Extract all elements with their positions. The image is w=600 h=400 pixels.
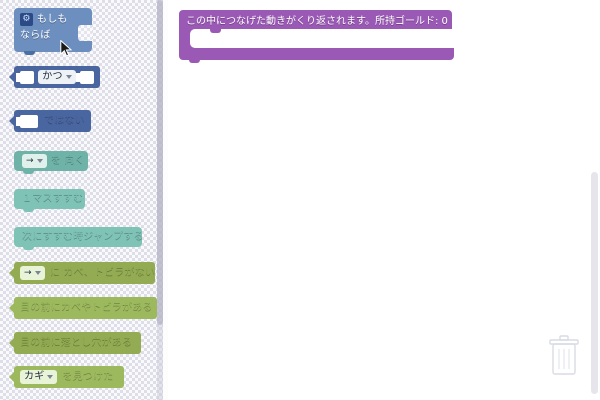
repeat-forever-mouth-wrap	[179, 29, 454, 51]
boolean-left-point	[9, 302, 15, 314]
chevron-down-icon	[34, 271, 41, 275]
face-direction-label: を 向く	[50, 155, 85, 166]
chevron-down-icon	[36, 159, 43, 163]
chevron-down-icon	[47, 375, 54, 379]
if-then-bottom-tab	[24, 51, 35, 55]
and-slot-right[interactable]	[75, 70, 94, 84]
and-dropdown[interactable]: かつ	[38, 70, 76, 84]
wall-or-door-ahead-label: 目の前にカベやトビラがある	[20, 302, 153, 313]
palette-block-no-wall-door[interactable]: → に カベ、トビラがない	[9, 262, 156, 284]
pit-ahead-label: 目の前に落とし穴がある	[20, 337, 133, 348]
palette-scrollbar[interactable]	[157, 0, 163, 400]
found-item-label: を見つけた	[62, 371, 114, 382]
chevron-down-icon	[65, 75, 72, 79]
and-dropdown-value: かつ	[42, 71, 63, 82]
jump-next-label: 次にすすむ時ジャンプする	[22, 231, 144, 242]
if-then-label-line2: ならば	[20, 30, 51, 41]
arrow-right-icon: →	[24, 267, 32, 278]
found-item-dropdown-value: カギ	[24, 371, 45, 382]
repeat-forever-label: この中につなげた動きがくり返されます。所持ゴールド: 0	[186, 16, 448, 27]
boolean-left-point	[9, 71, 15, 83]
face-direction-dropdown[interactable]: →	[22, 154, 47, 168]
if-then-header-row: ⚙ もしも	[20, 13, 68, 26]
workspace-block-repeat-forever[interactable]: この中につなげた動きがくり返されます。所持ゴールド: 0	[179, 10, 454, 63]
not-label: ではない	[44, 115, 85, 126]
boolean-left-point	[9, 115, 15, 127]
boolean-left-point	[9, 337, 15, 349]
if-then-mouth	[78, 25, 92, 41]
repeat-forever-mouth[interactable]	[190, 29, 454, 48]
palette-block-if-then[interactable]: ⚙ もしも ならば	[14, 8, 92, 55]
repeat-forever-mouth-notch	[210, 29, 221, 33]
arrow-right-icon: →	[26, 155, 34, 166]
palette-block-jump-next[interactable]: 次にすすむ時ジャンプする	[14, 227, 144, 250]
vertical-scrollbar[interactable]	[591, 172, 598, 394]
trash-can-icon[interactable]	[549, 334, 579, 376]
move-one-label: １マスすすむ	[22, 193, 84, 204]
if-then-label-line2-wrap: ならば	[20, 31, 51, 41]
gear-icon[interactable]: ⚙	[20, 13, 33, 26]
if-then-label-line1: もしも	[37, 13, 68, 25]
not-slot[interactable]	[16, 114, 38, 128]
block-palette[interactable]: ⚙ もしも ならば かつ ではない	[0, 0, 163, 400]
repeat-forever-footer	[179, 51, 454, 63]
palette-block-pit-ahead[interactable]: 目の前に落とし穴がある	[9, 332, 141, 354]
palette-scrollbar-thumb[interactable]	[157, 0, 163, 325]
repeat-forever-header: この中につなげた動きがくり返されます。所持ゴールド: 0	[179, 10, 452, 29]
found-item-dropdown[interactable]: カギ	[20, 370, 58, 384]
script-workspace[interactable]: この中につなげた動きがくり返されます。所持ゴールド: 0	[168, 0, 600, 400]
palette-block-face-direction[interactable]: → を 向く	[14, 151, 88, 174]
palette-block-found-item[interactable]: カギ を見つけた	[9, 366, 124, 388]
and-slot-left[interactable]	[15, 70, 35, 84]
palette-block-not[interactable]: ではない	[9, 110, 91, 132]
no-wall-door-dropdown[interactable]: →	[20, 266, 45, 280]
boolean-left-point	[9, 267, 15, 279]
palette-block-and[interactable]: かつ	[9, 66, 100, 88]
palette-block-move-one[interactable]: １マスすすむ	[14, 189, 85, 212]
no-wall-door-label: に カベ、トビラがない	[49, 267, 156, 278]
boolean-left-point	[9, 371, 15, 383]
palette-block-wall-or-door-ahead[interactable]: 目の前にカベやトビラがある	[9, 297, 157, 319]
